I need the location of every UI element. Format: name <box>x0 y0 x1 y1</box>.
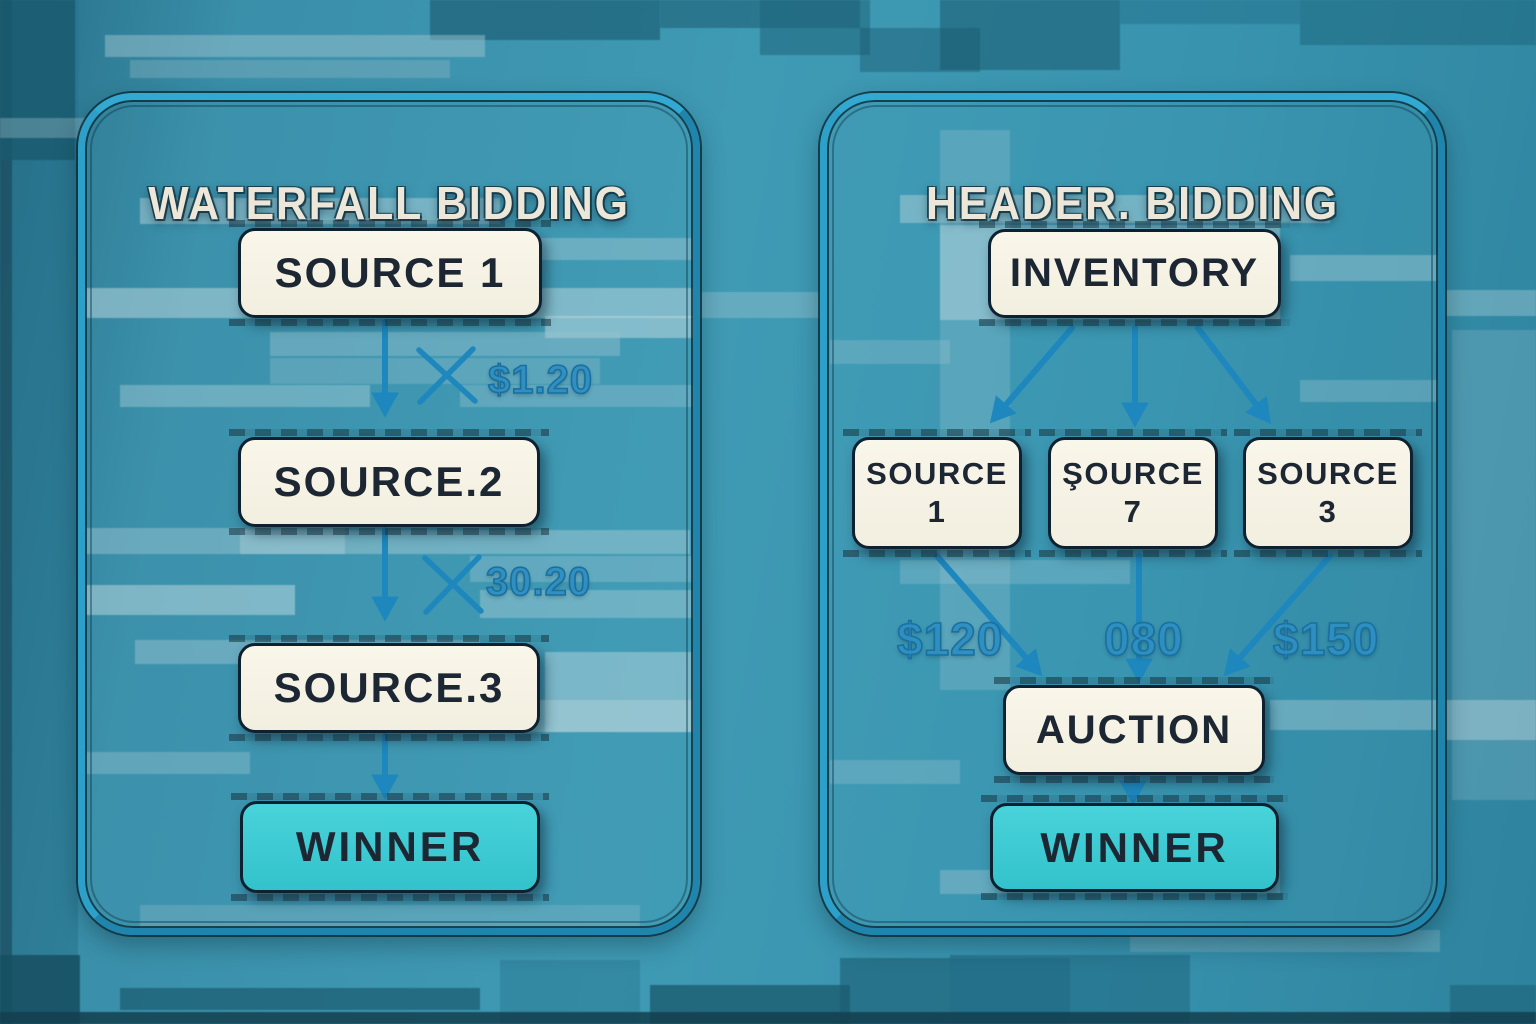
header-source-1-line2: 1 <box>927 494 947 529</box>
bid-120-label: $120 <box>896 612 1004 666</box>
waterfall-source1-label: SOURCE 1 <box>274 249 506 296</box>
glitch-streak <box>940 0 1120 70</box>
glitch-streak <box>830 760 960 784</box>
glitch-streak <box>860 28 980 72</box>
waterfall-source3-label: SOURCE.3 <box>273 664 505 711</box>
glitch-streak <box>1120 0 1300 24</box>
waterfall-winner-label: WINNER <box>295 823 485 870</box>
header-winner-label: WINNER <box>1040 823 1229 871</box>
glitch-streak <box>830 340 950 364</box>
waterfall-winner-box: WINNER <box>231 793 549 901</box>
glitch-streak <box>120 385 370 407</box>
glitch-streak <box>1452 330 1536 800</box>
glitch-streak <box>105 35 485 57</box>
glitch-streak <box>470 556 695 582</box>
waterfall-source2-box: SOURCE.2 <box>229 429 549 535</box>
glitch-streak <box>0 0 12 1024</box>
glitch-streak <box>1445 290 1536 316</box>
glitch-streak <box>130 60 450 78</box>
glitch-streak <box>140 905 640 927</box>
header-winner-box: WINNER <box>981 795 1288 900</box>
glitch-streak <box>1300 0 1536 45</box>
glitch-streak <box>1300 380 1440 402</box>
header-source-1-box: SOURCE 1 <box>843 429 1031 557</box>
auction-box: AUCTION <box>994 677 1274 783</box>
glitch-streak <box>0 0 78 1024</box>
waterfall-source3-box: SOURCE.3 <box>229 635 549 741</box>
glitch-streak <box>0 0 75 160</box>
glitch-streak <box>480 590 695 618</box>
waterfall-source1-box: SOURCE 1 <box>229 220 551 326</box>
glitch-streak <box>1270 700 1445 730</box>
header-source-3-box: SOURCE 3 <box>1234 429 1422 557</box>
header-source-3-line1: SOURCE <box>1257 456 1399 491</box>
glitch-streak <box>430 0 660 40</box>
bid-080-label: 080 <box>1103 612 1184 666</box>
glitch-streak <box>900 195 1330 223</box>
glitch-streak <box>760 0 870 55</box>
header-source-7-line1: ŞOURCE <box>1062 456 1204 491</box>
waterfall-source2-label: SOURCE.2 <box>273 458 505 505</box>
header-source-7-line2: 7 <box>1123 494 1143 529</box>
glitch-streak <box>460 385 695 407</box>
glitch-streak <box>0 1012 1536 1024</box>
bid-150-label: $150 <box>1272 612 1380 666</box>
glitch-streak <box>85 752 250 774</box>
rejected-bid-1-label: $1.20 <box>487 357 594 403</box>
header-source-7-box: ŞOURCE 7 <box>1039 429 1227 557</box>
auction-label: AUCTION <box>1035 707 1233 752</box>
glitch-streak <box>1445 700 1536 740</box>
glitch-streak <box>545 316 695 338</box>
glitch-streak <box>1130 930 1440 952</box>
glitch-streak <box>140 198 500 224</box>
glitch-streak <box>0 118 85 138</box>
inventory-label: INVENTORY <box>1009 251 1260 295</box>
header-source-3-line2: 3 <box>1318 494 1338 529</box>
header-bidding-title: HEADER. BIDDING <box>926 177 1339 230</box>
glitch-streak <box>85 585 295 615</box>
glitch-streak <box>700 292 820 318</box>
glitch-streak <box>120 988 480 1010</box>
header-source-1-line1: SOURCE <box>866 456 1008 491</box>
rejected-bid-2-label: 30.20 <box>485 559 592 605</box>
glitch-streak <box>1290 255 1445 281</box>
inventory-box: INVENTORY <box>979 221 1290 326</box>
